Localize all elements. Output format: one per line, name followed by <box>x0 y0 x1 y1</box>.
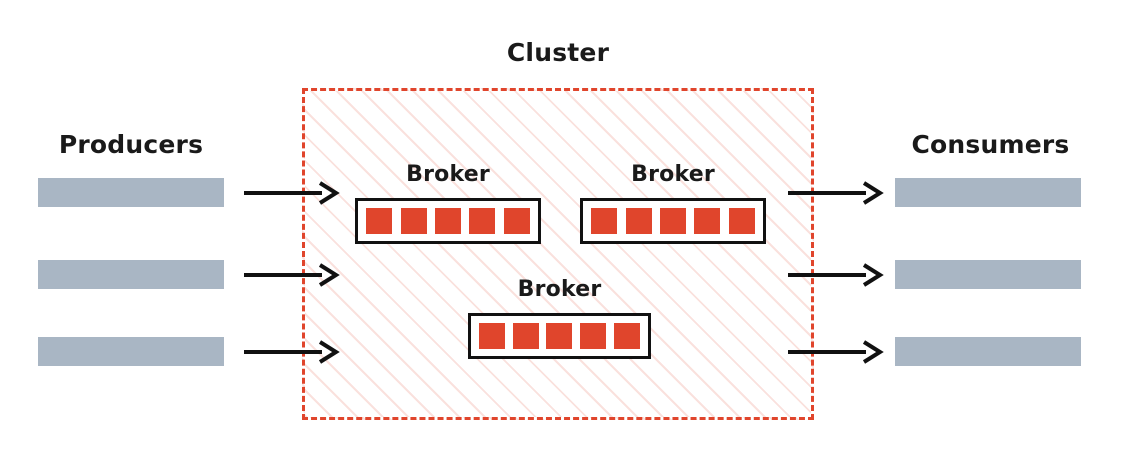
broker-1-partition-3 <box>434 208 461 234</box>
broker-2-partition-3 <box>659 208 686 234</box>
broker-2[interactable] <box>580 198 766 244</box>
broker-3-partition-5 <box>614 323 641 349</box>
producers-label: Producers <box>58 130 204 159</box>
broker-1-partition-4 <box>469 208 496 234</box>
arrow-cluster-to-consumer-2 <box>788 263 884 287</box>
broker-3-partition-1 <box>478 323 505 349</box>
broker-2-partition-1 <box>591 208 618 234</box>
broker-3[interactable] <box>468 313 651 359</box>
broker-2-partition-2 <box>625 208 652 234</box>
producer-node-3[interactable] <box>38 337 224 366</box>
arrow-cluster-to-consumer-1 <box>788 181 884 205</box>
broker-1-partition-2 <box>400 208 427 234</box>
producer-node-2[interactable] <box>38 260 224 289</box>
consumer-node-1[interactable] <box>895 178 1081 207</box>
broker-2-partition-5 <box>728 208 755 234</box>
arrow-producer-2-to-cluster <box>244 263 340 287</box>
broker-1-partition-1 <box>366 208 393 234</box>
broker-1-partition-5 <box>503 208 530 234</box>
broker-3-partition-3 <box>546 323 573 349</box>
broker-3-partition-2 <box>512 323 539 349</box>
consumers-label: Consumers <box>911 130 1070 159</box>
broker-3-partition-4 <box>580 323 607 349</box>
broker-3-label: Broker <box>517 277 602 302</box>
broker-1[interactable] <box>355 198 541 244</box>
arrow-producer-3-to-cluster <box>244 340 340 364</box>
cluster-title: Cluster <box>506 38 610 67</box>
broker-2-partition-4 <box>694 208 721 234</box>
arrow-cluster-to-consumer-3 <box>788 340 884 364</box>
consumer-node-3[interactable] <box>895 337 1081 366</box>
consumer-node-2[interactable] <box>895 260 1081 289</box>
arrow-producer-1-to-cluster <box>244 181 340 205</box>
broker-1-label: Broker <box>406 162 490 187</box>
broker-2-label: Broker <box>631 162 715 187</box>
producer-node-1[interactable] <box>38 178 224 207</box>
cluster-region <box>302 88 814 420</box>
